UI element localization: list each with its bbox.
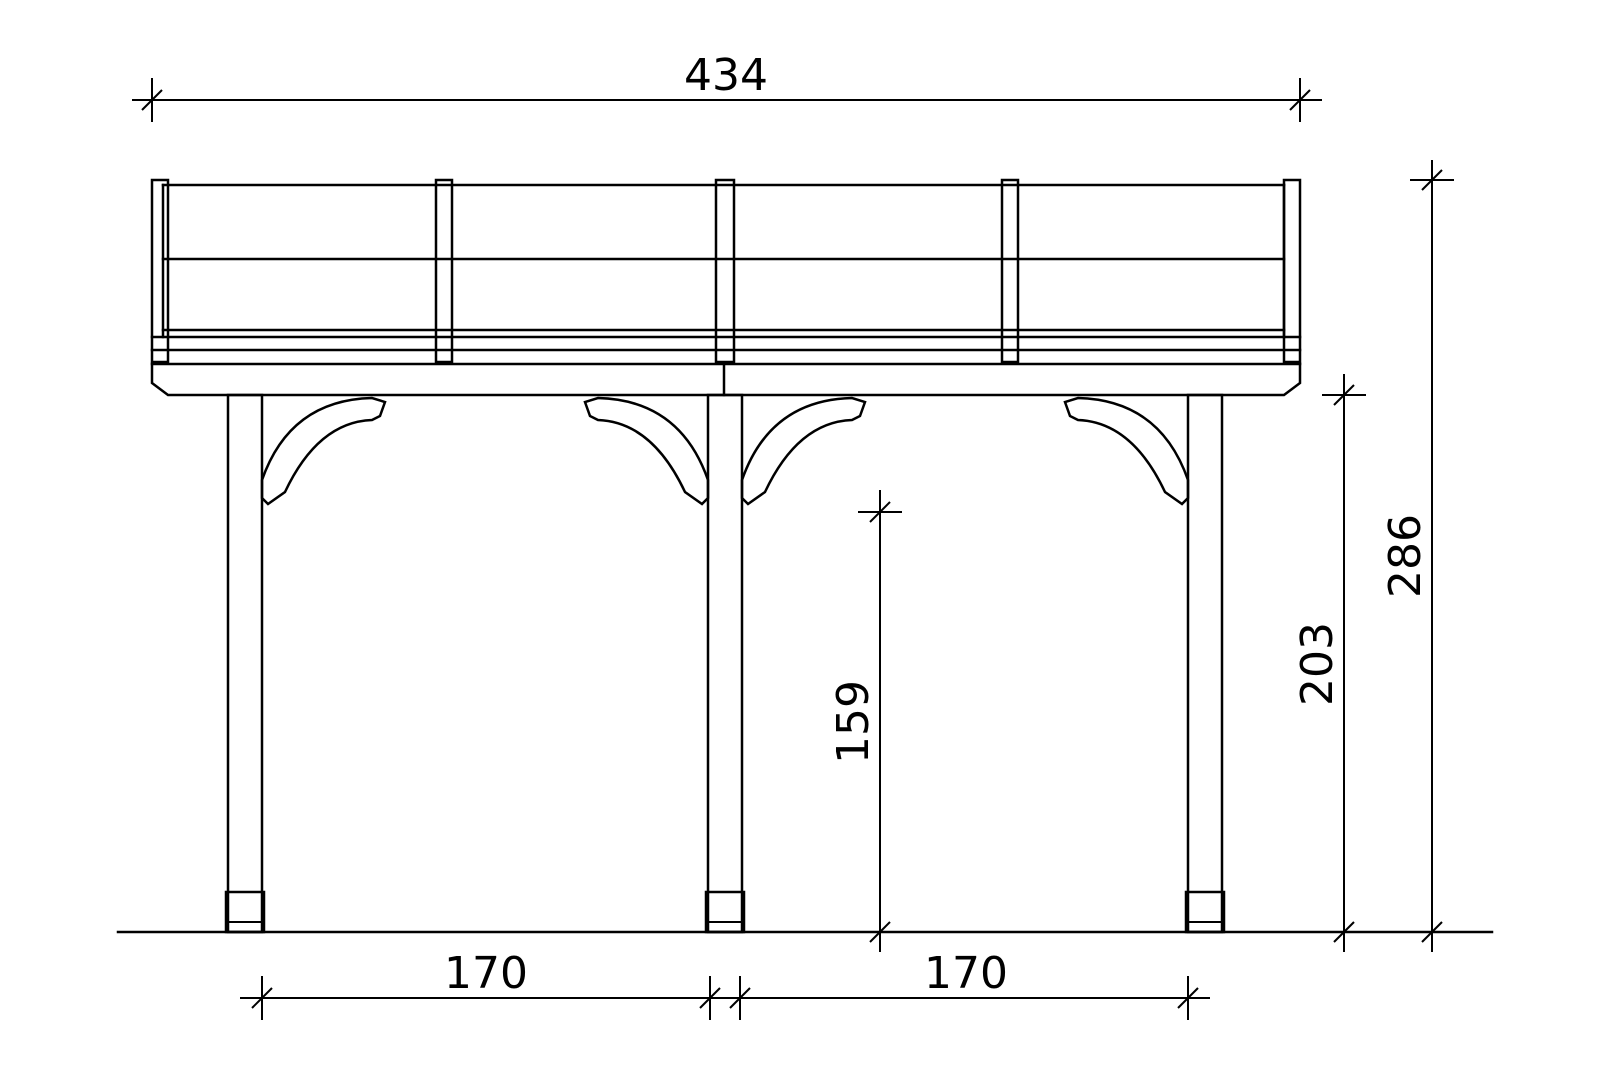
dimension-total-height: 286: [1380, 160, 1454, 952]
post-middle: [704, 393, 746, 934]
knee-braces: [260, 396, 1190, 506]
dimension-clear-height: 159: [828, 490, 902, 952]
eave-beam: [150, 362, 1302, 397]
dimension-eave-height-label: 203: [1292, 622, 1343, 706]
posts: [224, 393, 1226, 934]
dimension-eave-height: 203: [1292, 374, 1366, 952]
dimension-post-spacing-left-label: 170: [444, 948, 528, 999]
dimension-clear-height-label: 159: [828, 680, 879, 764]
roof: [150, 178, 1302, 397]
dimension-overall-width: 434: [132, 50, 1322, 122]
dimension-post-spacing-right-label: 170: [924, 948, 1008, 999]
dimension-post-spacing-left: 170: [240, 948, 730, 1020]
dimension-overall-width-label: 434: [684, 50, 768, 101]
dimension-post-spacing-right: 170: [720, 948, 1210, 1020]
dimension-total-height-label: 286: [1380, 514, 1431, 598]
post-right: [1184, 393, 1226, 934]
post-left: [224, 393, 266, 934]
rafter-ends: [150, 178, 1302, 364]
